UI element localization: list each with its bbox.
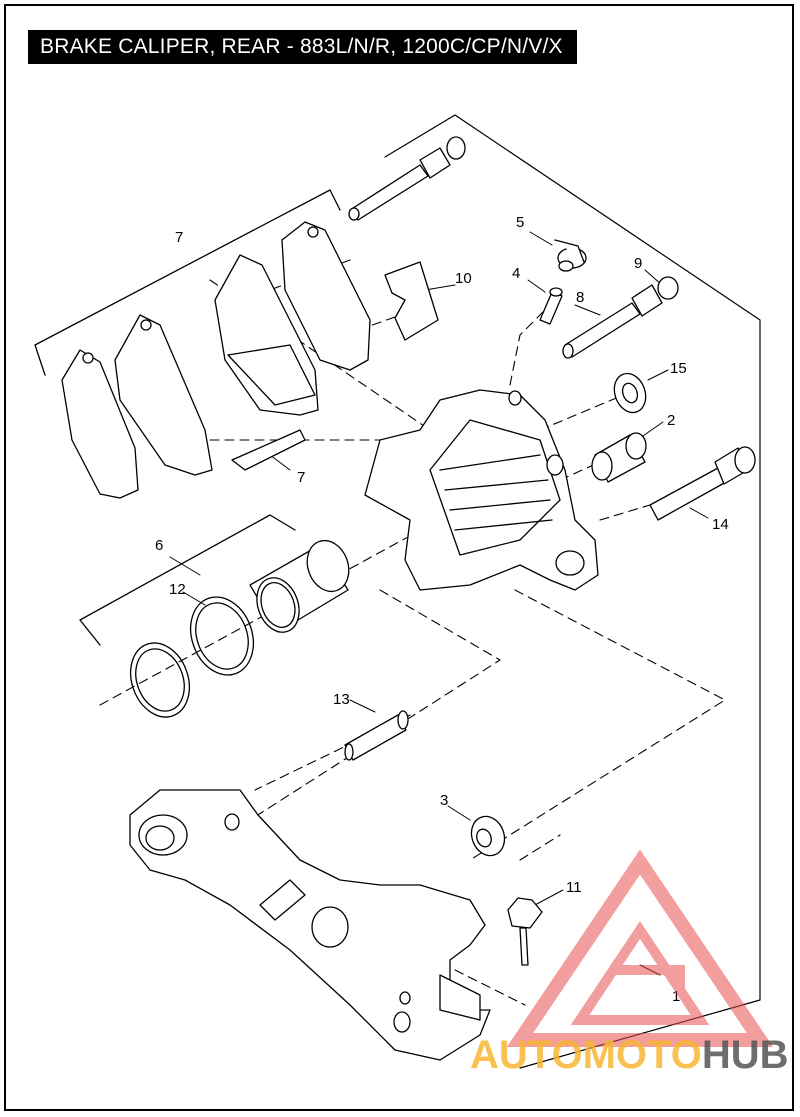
brake-pad-outer <box>61 349 139 499</box>
callout-leaders <box>169 231 709 976</box>
bumper-item-11 <box>507 897 543 966</box>
seal-item-12 <box>190 596 254 676</box>
pad-spring-item-10 <box>384 261 439 341</box>
callout-label: 12 <box>169 581 186 598</box>
watermark-moto: MOTO <box>583 1033 702 1077</box>
guide-pin-item-8 <box>562 284 663 359</box>
diagram-frame <box>4 4 794 1111</box>
banjo-fitting-item-5 <box>554 239 587 272</box>
dust-seal-ring <box>130 642 190 718</box>
guide-pin-item-14 <box>649 446 756 521</box>
caliper-body <box>364 389 599 591</box>
watermark-text: AUTOMOTOHUB <box>470 1033 789 1077</box>
callout-label: 14 <box>712 516 729 533</box>
pin-item-13 <box>344 710 409 761</box>
callout-label: 13 <box>333 691 350 708</box>
watermark-logo <box>506 849 774 1047</box>
washer-item-15 <box>613 372 647 414</box>
brake-pad-backing-rear <box>281 221 371 371</box>
callout-label: 2 <box>667 412 675 429</box>
bracket-6 <box>79 514 296 646</box>
callout-label: 1 <box>672 988 680 1005</box>
callout-label: 3 <box>440 792 448 809</box>
guide-pin-top <box>348 136 466 221</box>
callout-label: 11 <box>566 879 582 896</box>
bleeder-valve-item-4 <box>539 287 563 325</box>
callout-label: 5 <box>516 214 524 231</box>
brake-pad-inner <box>214 254 319 416</box>
callout-label: 15 <box>670 360 687 377</box>
bushing-item-2 <box>591 432 647 483</box>
watermark-triangle-icon <box>506 849 774 1047</box>
grommet-item-3 <box>470 815 506 857</box>
page-title: BRAKE CALIPER, REAR - 883L/N/R, 1200C/CP… <box>28 30 577 64</box>
callout-label: 6 <box>155 537 163 554</box>
callout-label: 4 <box>512 265 520 282</box>
bracket-7 <box>34 189 341 376</box>
watermark-auto: AUTO <box>470 1033 583 1077</box>
callout-labels: 7 5 10 4 9 8 15 2 7 14 6 12 13 3 11 1 <box>155 214 729 1005</box>
pin-cap-item-9 <box>657 276 679 300</box>
piston-item-6 <box>249 539 350 633</box>
callout-label: 8 <box>576 289 584 306</box>
svg-text:AUTOMOTOHUB: AUTOMOTOHUB <box>470 1033 789 1077</box>
callout-label: 10 <box>455 270 472 287</box>
callout-label: 7 <box>297 469 305 486</box>
caliper-bracket-item-1 <box>129 789 491 1061</box>
callout-label: 7 <box>175 229 183 246</box>
pad-clip-lower <box>231 429 306 471</box>
callout-label: 9 <box>634 255 642 272</box>
brake-pad-backing <box>114 314 213 476</box>
watermark-hub: HUB <box>702 1033 789 1077</box>
